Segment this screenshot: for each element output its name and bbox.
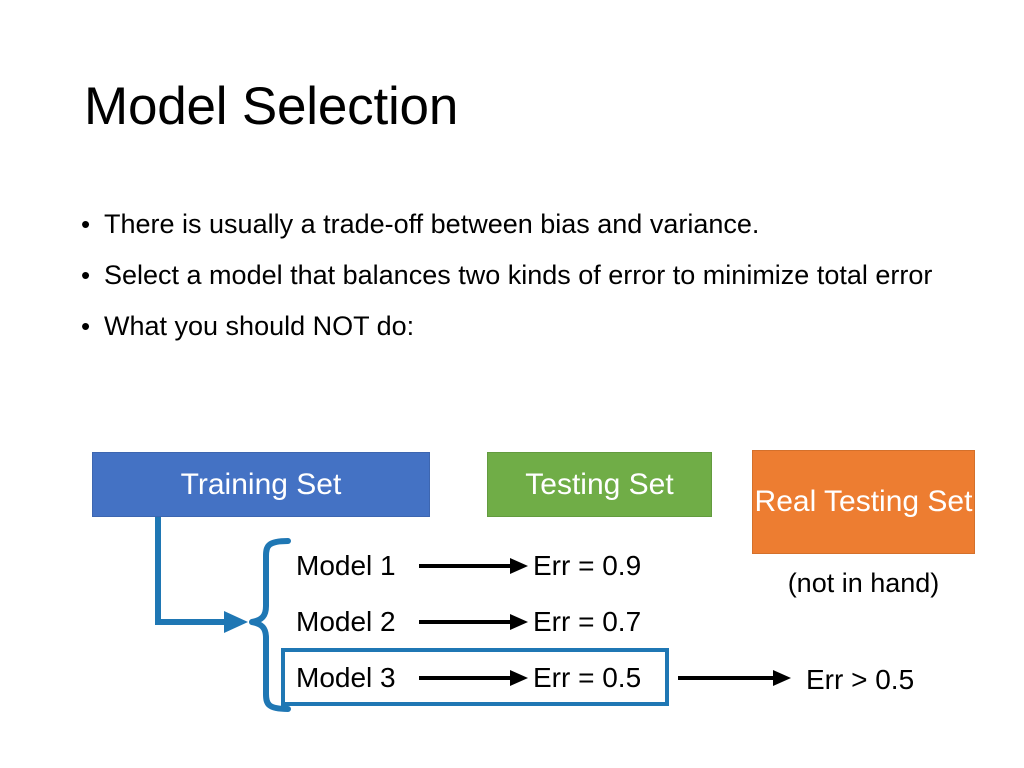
bullet-text: What you should NOT do: [104, 311, 415, 341]
models-brace [249, 538, 291, 712]
list-item: • There is usually a trade-off between b… [78, 205, 968, 243]
model-1-arrow-icon [419, 558, 528, 574]
final-error-label: Err > 0.5 [806, 664, 915, 695]
model-3-label: Model 3 [296, 662, 396, 693]
page-title: Model Selection [84, 77, 459, 136]
training-set-box[interactable]: Training Set [92, 452, 430, 517]
bullet-text: Select a model that balances two kinds o… [104, 260, 933, 290]
list-item: • Select a model that balances two kinds… [78, 256, 968, 294]
bullet-marker-icon: • [81, 209, 91, 239]
model-2-error: Err = 0.7 [533, 606, 642, 637]
bullet-marker-icon: • [81, 260, 91, 290]
model-2-arrow-icon [419, 614, 528, 630]
model-1-label: Model 1 [296, 550, 396, 581]
model-1-error: Err = 0.9 [533, 550, 642, 581]
bullet-list: • There is usually a trade-off between b… [78, 205, 968, 358]
real-testing-set-note: (not in hand) [787, 568, 940, 598]
final-error-arrow-icon [678, 670, 791, 686]
real-testing-set-box[interactable]: Real Testing Set [752, 450, 975, 554]
bullet-marker-icon: • [81, 311, 91, 341]
bullet-text: There is usually a trade-off between bia… [104, 209, 760, 239]
model-3-error: Err = 0.5 [533, 662, 642, 693]
model-2-label: Model 2 [296, 606, 396, 637]
training-to-models-connector [155, 517, 248, 633]
testing-set-box[interactable]: Testing Set [487, 452, 712, 517]
list-item: • What you should NOT do: [78, 307, 968, 345]
model-3-arrow-icon [419, 670, 528, 686]
